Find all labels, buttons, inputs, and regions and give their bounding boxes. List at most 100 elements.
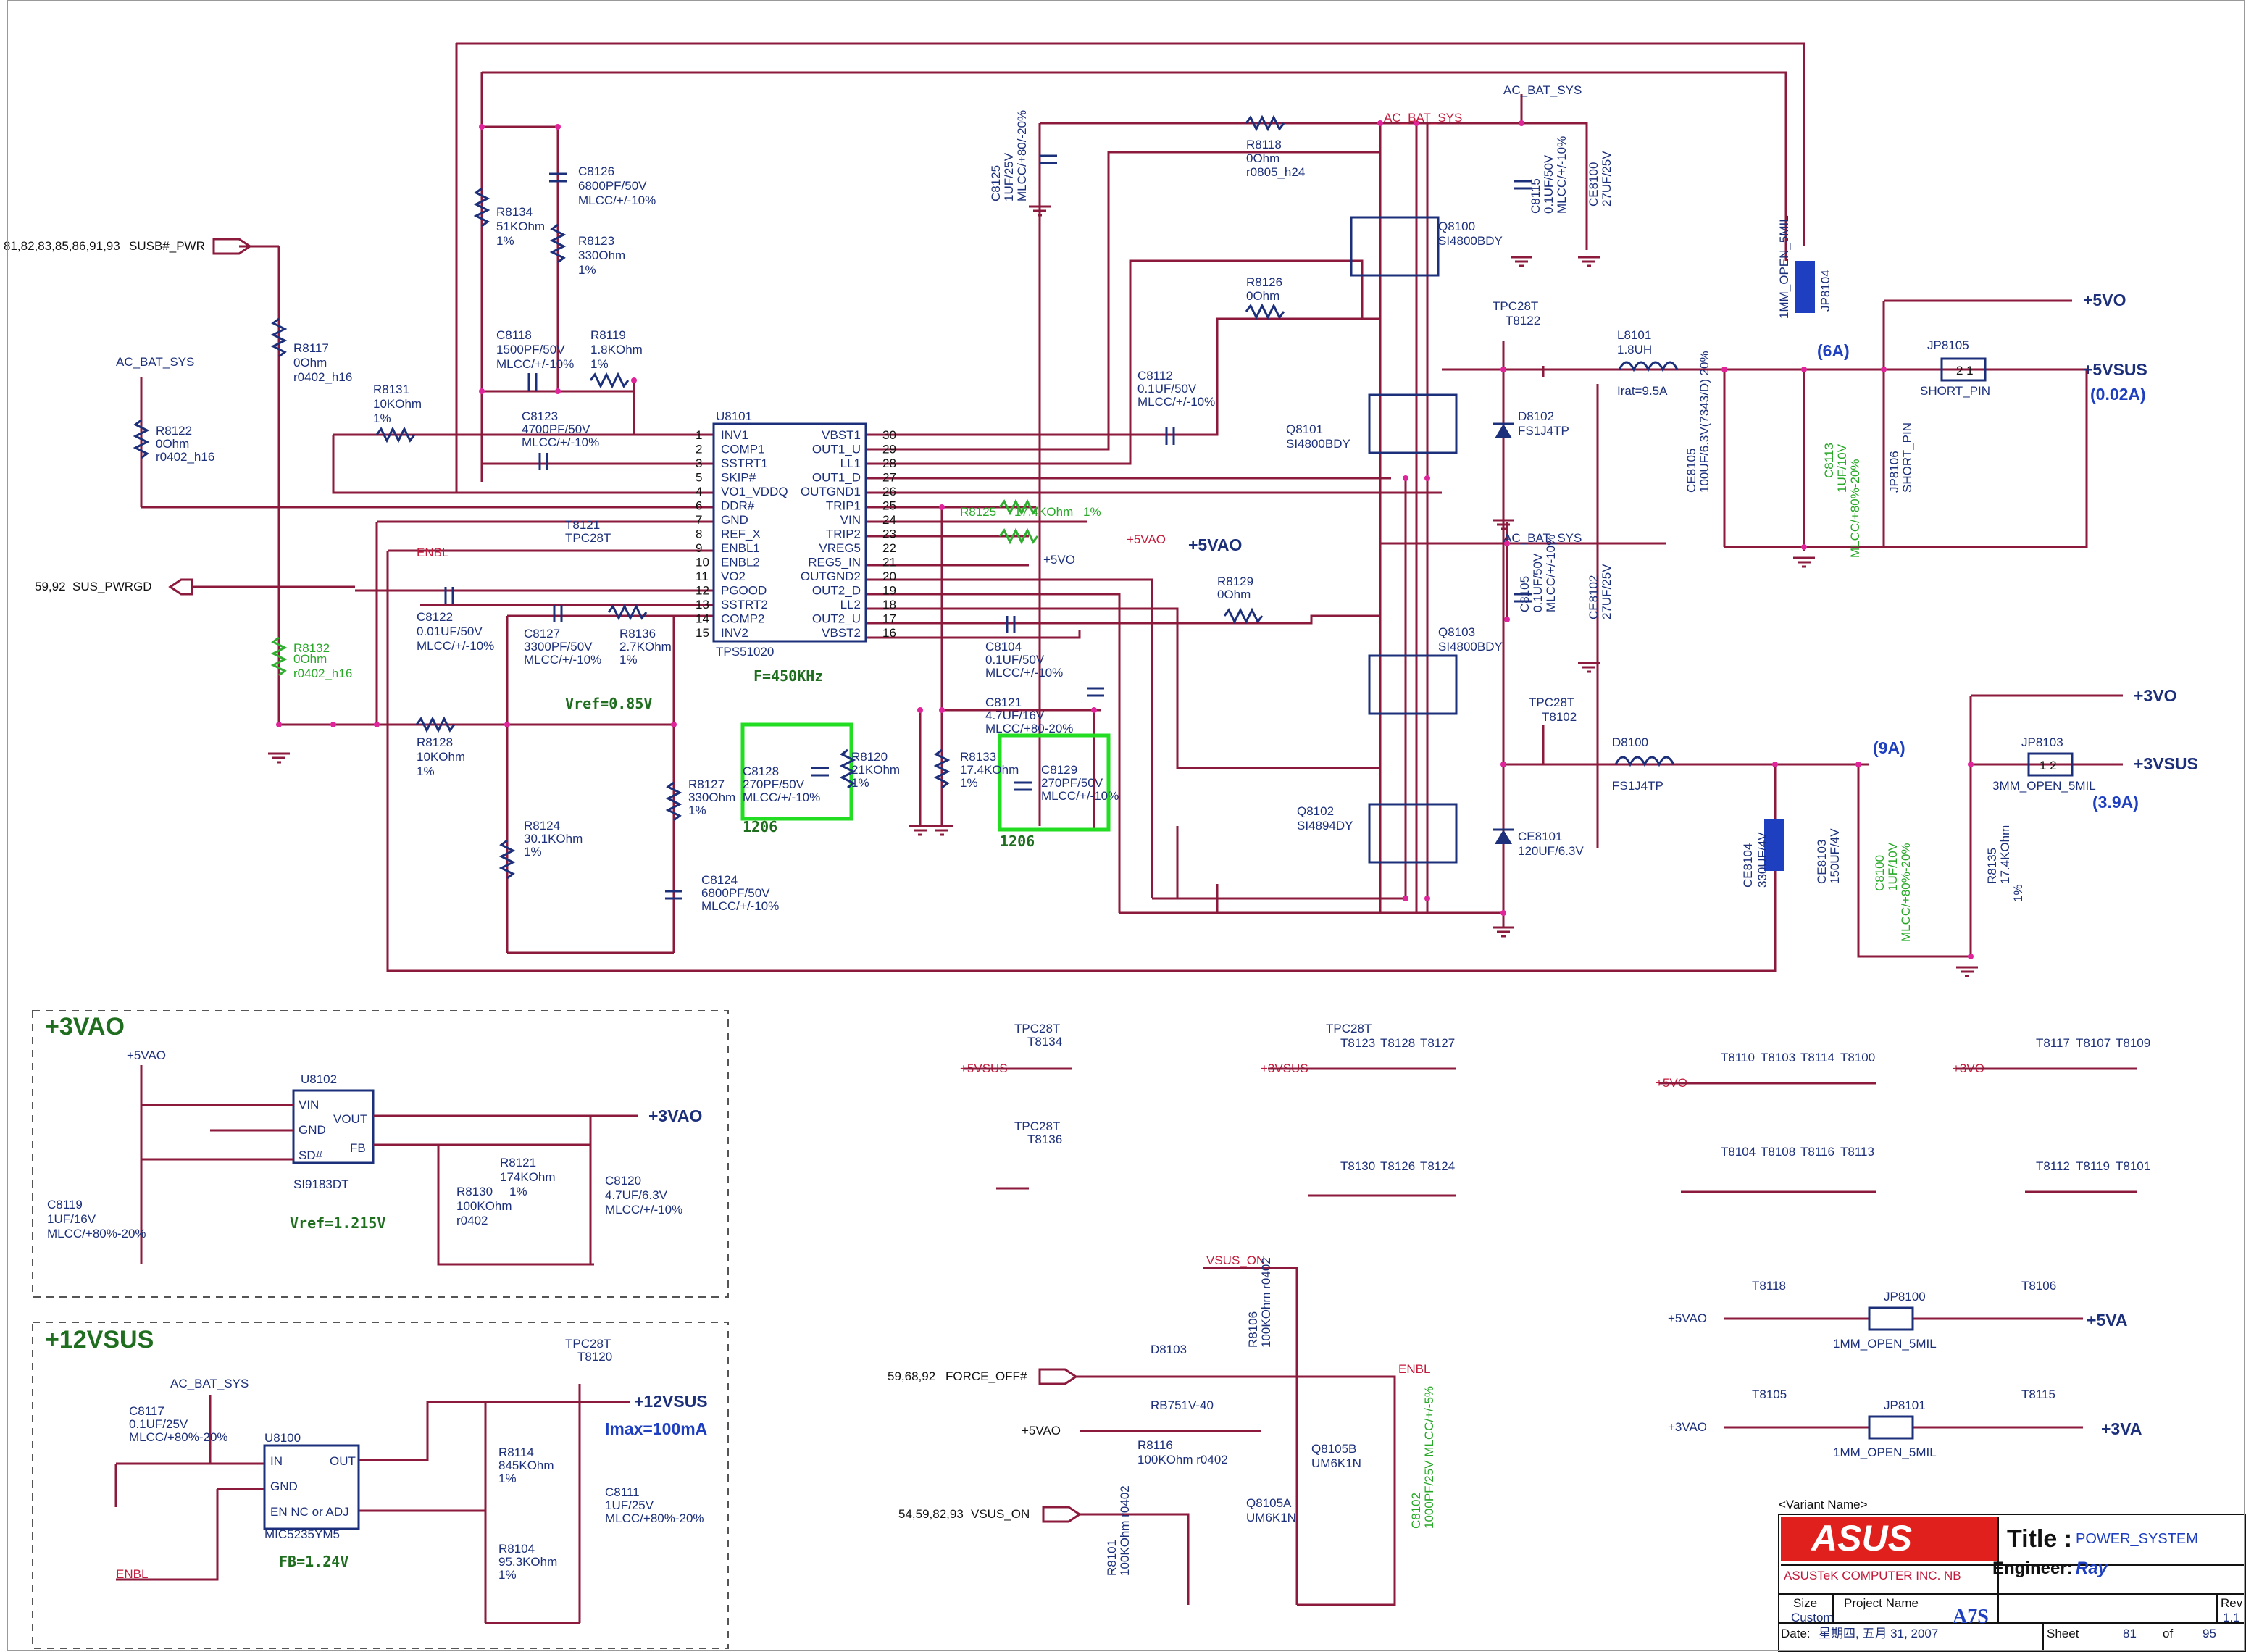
svg-text:3MM_OPEN_5MIL: 3MM_OPEN_5MIL [1992, 779, 2096, 793]
svg-text:+3VAO: +3VAO [648, 1106, 702, 1125]
main-wires [140, 42, 2123, 972]
svg-text:1MM_OPEN_5MIL: 1MM_OPEN_5MIL [1833, 1337, 1937, 1351]
jumper-5va: +5VAO JP8100 1MM_OPEN_5MIL +5VA T8118 T8… [1668, 1279, 2127, 1351]
svg-text:UM6K1N: UM6K1N [1246, 1511, 1296, 1524]
svg-text:C8119: C8119 [47, 1198, 83, 1211]
u8101-pin-number: 4 [696, 485, 702, 498]
svg-text:(0.02A): (0.02A) [2090, 385, 2146, 404]
svg-text:0.01UF/50V: 0.01UF/50V [417, 625, 483, 638]
svg-text:270PF/50V: 270PF/50V [1041, 776, 1103, 790]
svg-text:MLCC/+/-10%: MLCC/+/-10% [1555, 136, 1569, 214]
svg-text:100UF/6.3V(7343/D) 20%: 100UF/6.3V(7343/D) 20% [1698, 351, 1711, 493]
svg-text:FS1J4TP: FS1J4TP [1612, 779, 1663, 793]
u8101-pin-sstrt1: SSTRT1 [721, 456, 768, 470]
svg-text:VSUS_ON: VSUS_ON [1206, 1253, 1265, 1267]
u8101-pin-number: 5 [696, 471, 702, 485]
svg-text:TPC28T: TPC28T [1493, 299, 1538, 313]
svg-text:+3VAO: +3VAO [1668, 1420, 1707, 1434]
svg-text:R8127: R8127 [688, 777, 725, 791]
svg-text:C8111: C8111 [605, 1485, 640, 1499]
svg-text:r0402_h16: r0402_h16 [293, 667, 352, 680]
svg-text:+5VSUS: +5VSUS [2083, 360, 2147, 379]
svg-text:T8122: T8122 [1506, 314, 1540, 328]
svg-text:T8116: T8116 [1800, 1145, 1834, 1159]
svg-text:T8119: T8119 [2076, 1159, 2110, 1173]
svg-text:MLCC/+/-10%: MLCC/+/-10% [1041, 789, 1119, 803]
svg-text:59,68,92: 59,68,92 [888, 1369, 935, 1383]
u8101-pin-number: 12 [696, 584, 709, 598]
svg-text:1UF/25V: 1UF/25V [605, 1498, 654, 1512]
svg-text:330Ohm: 330Ohm [578, 249, 625, 262]
svg-text:1%: 1% [373, 412, 391, 425]
diode-d8100: D8102 FS1J4TP [1493, 409, 1569, 438]
svg-text:R8132: R8132 [293, 641, 330, 655]
svg-text:FS1J4TP: FS1J4TP [1518, 424, 1569, 438]
vref-label: Vref=0.85V [565, 695, 652, 712]
svg-text:0.1UF/25V: 0.1UF/25V [129, 1417, 188, 1431]
svg-text:T8115: T8115 [2021, 1388, 2055, 1401]
svg-text:1%: 1% [417, 764, 435, 778]
svg-text:1%: 1% [2011, 884, 2025, 902]
svg-text:T8102: T8102 [1542, 710, 1577, 724]
svg-text:T8121: T8121 [565, 518, 600, 532]
u8101-pin-comp2: COMP2 [721, 612, 764, 626]
u8101-pin-enbl2: ENBL2 [721, 556, 760, 570]
svg-text:of: of [2163, 1627, 2173, 1640]
svg-text:MLCC/+80%-20%: MLCC/+80%-20% [1899, 843, 1913, 942]
svg-text:2.7KOhm: 2.7KOhm [619, 640, 672, 654]
svg-text:Q8105A: Q8105A [1246, 1496, 1292, 1510]
u8101-pin-trip1: TRIP1 [826, 499, 861, 513]
svg-text:(6A): (6A) [1817, 341, 1850, 360]
svg-text:MIC5235YM5: MIC5235YM5 [264, 1527, 340, 1541]
svg-text:Imax=100mA: Imax=100mA [605, 1419, 707, 1438]
svg-text:UM6K1N: UM6K1N [1311, 1456, 1361, 1470]
svg-text:TPC28T: TPC28T [565, 1337, 611, 1351]
main-component-labels: R8134 51KOhm 1% C8126 6800PF/50V MLCC/+/… [156, 110, 2025, 942]
svg-text:R8119: R8119 [590, 328, 626, 342]
jp8105-ref: CE8104 [1741, 843, 1755, 888]
svg-text:MLCC/+/-10%: MLCC/+/-10% [1137, 395, 1215, 409]
svg-text:ENBL: ENBL [116, 1567, 148, 1581]
u8101-ref: U8101 [716, 409, 752, 423]
svg-text:T8114: T8114 [1800, 1051, 1834, 1064]
u8101-pin-vo2: VO2 [721, 570, 746, 583]
svg-text:T8101: T8101 [2116, 1159, 2150, 1173]
svg-text:1%: 1% [619, 653, 638, 667]
svg-text:R8128: R8128 [417, 735, 453, 749]
svg-text:1%: 1% [960, 776, 978, 790]
svg-text:T8112: T8112 [2036, 1159, 2070, 1173]
u8101-pin-number: 15 [696, 626, 709, 640]
svg-text:+3VAO: +3VAO [45, 1013, 125, 1040]
svg-text:6800PF/50V: 6800PF/50V [578, 179, 647, 193]
svg-text:6800PF/50V: 6800PF/50V [701, 886, 770, 900]
svg-text:+5VAO: +5VAO [127, 1048, 166, 1062]
svg-text:0Ohm: 0Ohm [1217, 588, 1251, 601]
svg-text:D8100: D8100 [1612, 735, 1648, 749]
svg-text:R8123: R8123 [578, 234, 614, 248]
freq-label: F=450KHz [753, 667, 823, 685]
jumper-3va: +3VAO JP8101 1MM_OPEN_5MIL +3VA T8105 T8… [1668, 1388, 2142, 1459]
svg-text:1000PF/25V MLCC/+/-5%: 1000PF/25V MLCC/+/-5% [1422, 1386, 1436, 1529]
svg-text:AC_BAT_SYS: AC_BAT_SYS [116, 355, 194, 369]
svg-text:95.3KOhm: 95.3KOhm [498, 1555, 557, 1569]
capacitor-symbols [444, 154, 1532, 900]
svg-text:MLCC/+80/-20%: MLCC/+80/-20% [1015, 110, 1029, 201]
off-sheet-inputs: 81,82,83,85,86,91,93 SUSB#_PWR 59,92 SUS… [4, 83, 1582, 724]
svg-text:SD#: SD# [299, 1148, 323, 1162]
svg-text:1.8UH: 1.8UH [1617, 343, 1652, 356]
svg-text:MLCC/+/-10%: MLCC/+/-10% [524, 653, 601, 667]
svg-text:CE8105: CE8105 [1684, 449, 1698, 493]
svg-text:AC_BAT_SYS: AC_BAT_SYS [1503, 531, 1582, 545]
svg-text:R8135: R8135 [1985, 848, 1999, 884]
svg-text:R8120: R8120 [851, 750, 888, 764]
svg-text:R8101: R8101 [1105, 1540, 1119, 1576]
u8101-pin-number: 11 [696, 570, 709, 583]
svg-text:27UF/25V: 27UF/25V [1600, 564, 1613, 620]
svg-text:T8120: T8120 [577, 1350, 612, 1364]
u8101-pin-sstrt2: SSTRT2 [721, 598, 768, 612]
svg-text:Q8105B: Q8105B [1311, 1442, 1356, 1456]
title-block: <Variant Name> ASUS Title : POWER_SYSTEM… [1778, 1498, 2246, 1652]
svg-text:Ray: Ray [2076, 1559, 2109, 1578]
cap-1206-label-left: 1206 [743, 818, 777, 835]
svg-text:D8102: D8102 [1518, 409, 1554, 423]
